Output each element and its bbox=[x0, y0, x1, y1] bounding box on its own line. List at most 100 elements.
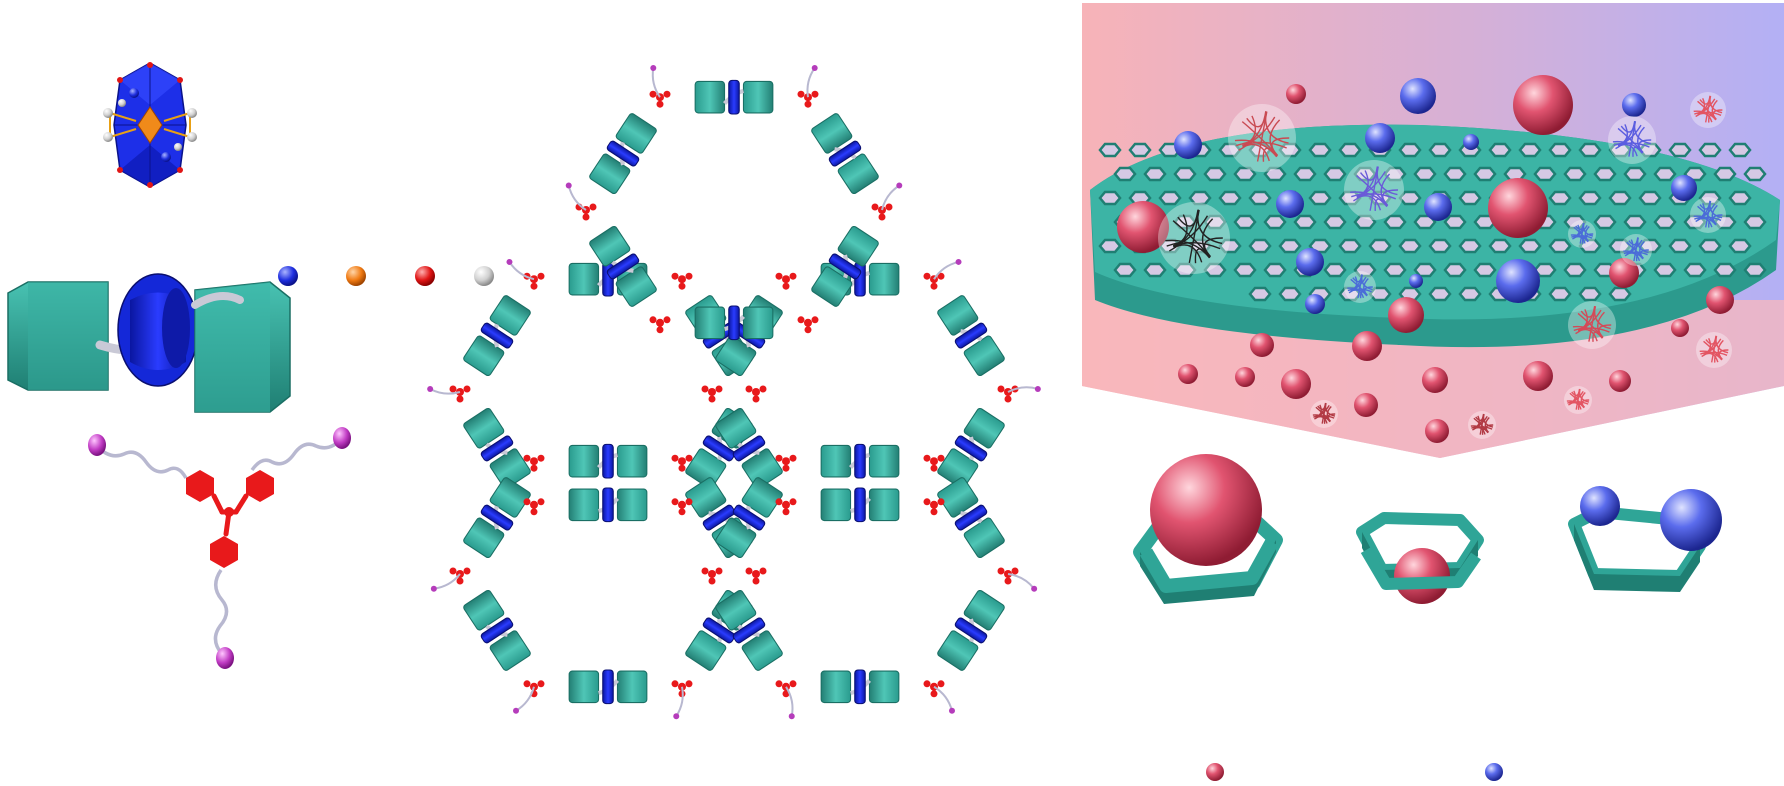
membrane-pore bbox=[1728, 142, 1752, 158]
linker-node bbox=[575, 203, 597, 221]
membrane-pore bbox=[1743, 262, 1767, 278]
membrane-pore bbox=[1518, 142, 1542, 158]
blue-sphere-icon bbox=[1660, 489, 1722, 551]
rotaxane-edge bbox=[821, 488, 899, 522]
honeycomb-network bbox=[427, 64, 1041, 720]
membrane-pore bbox=[1338, 142, 1362, 158]
membrane-pore bbox=[1293, 214, 1317, 230]
membrane-pore bbox=[1593, 214, 1617, 230]
pink-sphere-icon bbox=[1488, 178, 1548, 238]
membrane-pore bbox=[1323, 166, 1347, 182]
membrane-pore bbox=[1308, 142, 1332, 158]
gray-atom-icon bbox=[474, 266, 494, 286]
rotaxane-edge bbox=[462, 589, 533, 672]
membrane-pore bbox=[1458, 190, 1482, 206]
membrane-pore bbox=[1698, 238, 1722, 254]
polyoxometalate-cluster bbox=[103, 62, 197, 188]
rotaxane-edge bbox=[821, 670, 899, 704]
membrane-pore bbox=[1593, 166, 1617, 182]
protein-cluster-icon bbox=[1310, 400, 1338, 428]
magenta-end-group-icon bbox=[216, 647, 234, 669]
pink-sphere-icon bbox=[1286, 84, 1306, 104]
end-group-icon bbox=[948, 707, 955, 714]
pink-sphere-icon bbox=[1388, 297, 1424, 333]
membrane-pore bbox=[1413, 262, 1437, 278]
membrane-pore bbox=[1713, 214, 1737, 230]
membrane-pore bbox=[1578, 190, 1602, 206]
membrane-pore bbox=[1638, 190, 1662, 206]
membrane-pore bbox=[1728, 190, 1752, 206]
membrane-pore bbox=[1488, 142, 1512, 158]
linker-node bbox=[671, 272, 693, 290]
pink-sphere-icon bbox=[1523, 361, 1553, 391]
protein-cluster-icon bbox=[1690, 92, 1726, 128]
membrane-pore bbox=[1353, 262, 1377, 278]
protein-cluster-icon bbox=[1468, 411, 1496, 439]
membrane-pore bbox=[1623, 166, 1647, 182]
membrane-pore bbox=[1383, 166, 1407, 182]
large-pink-sphere-icon bbox=[1150, 454, 1262, 566]
membrane-pore bbox=[1143, 262, 1167, 278]
membrane-pore bbox=[1128, 142, 1152, 158]
membrane-pore bbox=[1443, 166, 1467, 182]
rotaxane-edge bbox=[810, 112, 881, 195]
membrane-pore bbox=[1248, 286, 1272, 302]
membrane-pore bbox=[1383, 214, 1407, 230]
rotaxane-edge bbox=[695, 306, 773, 340]
membrane-pore bbox=[1338, 286, 1362, 302]
protein-cluster-icon bbox=[1568, 220, 1596, 248]
membrane-pore bbox=[1203, 166, 1227, 182]
membrane-pore bbox=[1338, 238, 1362, 254]
membrane-pore bbox=[1533, 166, 1557, 182]
membrane-pore bbox=[1623, 214, 1647, 230]
membrane-pore bbox=[1383, 262, 1407, 278]
membrane-pore bbox=[1548, 286, 1572, 302]
pink-sphere-icon bbox=[1117, 201, 1169, 253]
membrane-pore bbox=[1473, 166, 1497, 182]
membrane-pore bbox=[1263, 166, 1287, 182]
rotaxane-edge bbox=[936, 476, 1007, 559]
blue-sphere-icon bbox=[1580, 486, 1620, 526]
atom-legend bbox=[278, 266, 494, 286]
membrane-pore bbox=[1353, 214, 1377, 230]
membrane-pore bbox=[1398, 238, 1422, 254]
membrane-pore bbox=[1563, 262, 1587, 278]
membrane-pore bbox=[1548, 238, 1572, 254]
rotaxane-edge bbox=[462, 294, 533, 377]
end-group-icon bbox=[650, 64, 657, 71]
red-sphere-icon bbox=[1206, 763, 1224, 781]
membrane-pore bbox=[1323, 262, 1347, 278]
membrane-pore bbox=[1398, 190, 1422, 206]
pink-sphere-icon bbox=[1281, 369, 1311, 399]
rotaxane-edge bbox=[569, 488, 647, 522]
membrane-separation-panel bbox=[1082, 3, 1784, 781]
membrane-pore bbox=[1308, 190, 1332, 206]
linker-node bbox=[797, 316, 819, 334]
blue-sphere-icon bbox=[1671, 175, 1697, 201]
blue-sphere-icon bbox=[1276, 190, 1304, 218]
linker-node bbox=[649, 90, 671, 108]
membrane-pore bbox=[1173, 166, 1197, 182]
blue-sphere-icon bbox=[1496, 259, 1540, 303]
membrane-pore bbox=[1428, 238, 1452, 254]
membrane-pore bbox=[1143, 166, 1167, 182]
membrane-pore bbox=[1428, 286, 1452, 302]
end-group-icon bbox=[673, 713, 680, 720]
end-group-icon bbox=[506, 258, 513, 265]
membrane-pore bbox=[1263, 214, 1287, 230]
protein-cluster-icon bbox=[1564, 386, 1592, 414]
linker-node bbox=[775, 272, 797, 290]
blue-sphere-icon bbox=[1463, 134, 1479, 150]
blue-sphere-icon bbox=[1409, 274, 1423, 288]
membrane-pore bbox=[1173, 262, 1197, 278]
end-group-icon bbox=[430, 585, 437, 592]
protein-cluster-icon bbox=[1344, 271, 1376, 303]
rotaxane-edge bbox=[588, 112, 659, 195]
blue-sphere-icon bbox=[1296, 248, 1324, 276]
membrane-pore bbox=[1548, 190, 1572, 206]
building-blocks-panel bbox=[7, 62, 494, 669]
membrane-pore bbox=[1743, 166, 1767, 182]
rotaxane-edge bbox=[462, 476, 533, 559]
membrane-pore bbox=[1713, 262, 1737, 278]
rotaxane-unit bbox=[7, 273, 291, 413]
